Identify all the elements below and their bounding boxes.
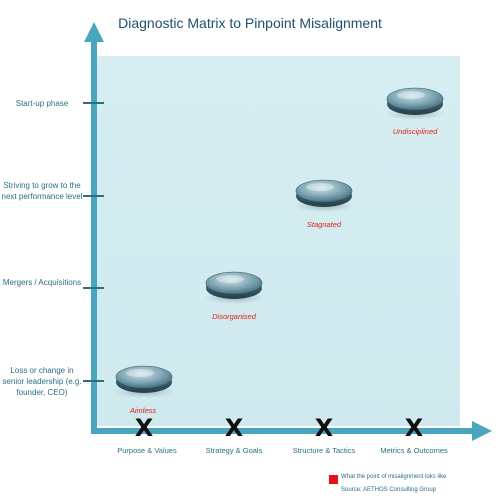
y-axis-arrow-icon: [84, 22, 104, 42]
y-tick: [83, 195, 104, 197]
x-axis-line: [91, 428, 474, 434]
diagram-title: Diagnostic Matrix to Pinpoint Misalignme…: [118, 15, 382, 31]
x-mark-icon: X: [314, 414, 334, 442]
x-label-purpose: Purpose & Values: [117, 446, 177, 455]
x-label-strategy: Strategy & Goals: [205, 446, 263, 455]
disc-icon: [114, 365, 174, 398]
disc-label-undisciplined: Undisciplined: [392, 127, 438, 136]
x-mark-icon: X: [224, 414, 244, 442]
source-text: Source: AETHOS Consulting Group: [341, 487, 437, 493]
disc-icon: [204, 271, 264, 304]
y-label-leadership: Loss or change in senior leadership (e.g…: [2, 366, 82, 397]
y-axis-line: [91, 38, 97, 434]
x-label-metrics: Metrics & Outcomes: [380, 446, 448, 455]
x-axis-arrow-icon: [472, 421, 492, 441]
legend-text: What the point of misalignment loks like: [341, 474, 447, 480]
y-tick: [83, 102, 104, 104]
y-label-growth: Striving to grow to the next performance…: [1, 181, 83, 201]
y-label-startup: Start-up phase: [15, 99, 69, 108]
disc-label-aimless: Aimless: [129, 406, 157, 415]
disc-icon: [294, 179, 354, 212]
x-mark-icon: X: [404, 414, 424, 442]
disc-icon: [385, 87, 445, 120]
y-tick: [83, 380, 104, 382]
y-label-mergers: Mergers / Acquisitions: [2, 278, 82, 287]
disc-label-disorganised: Disorganised: [212, 312, 256, 321]
x-mark-icon: X: [134, 414, 154, 442]
x-label-structure: Structure & Tactics: [292, 446, 356, 455]
disc-label-stagnated: Stagnated: [306, 220, 342, 229]
legend-swatch: [329, 475, 338, 484]
y-tick: [83, 287, 104, 289]
